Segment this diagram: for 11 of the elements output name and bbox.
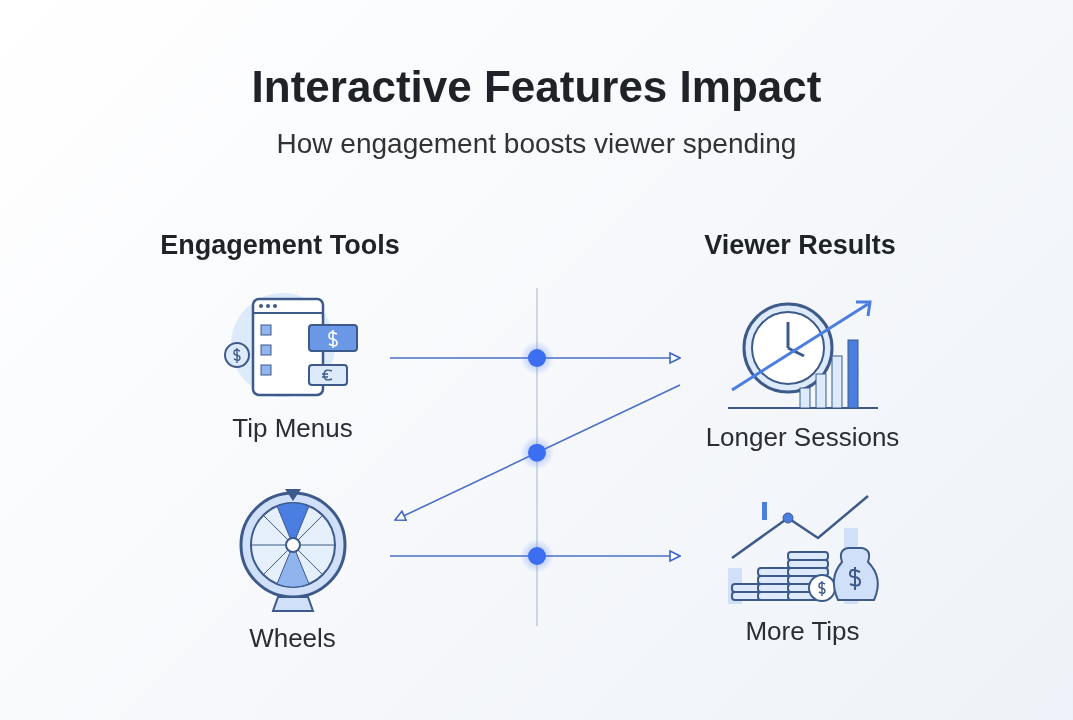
arrow bbox=[389, 352, 681, 364]
node-label: Wheels bbox=[249, 623, 336, 654]
arrow bbox=[389, 550, 681, 562]
node-label: Longer Sessions bbox=[705, 422, 900, 453]
node-label: More Tips bbox=[745, 616, 860, 647]
node-label: Tip Menus bbox=[232, 413, 353, 444]
title: Interactive Features Impact bbox=[250, 62, 823, 112]
column-heading: Engagement Tools bbox=[159, 230, 401, 261]
subtitle: How engagement boosts viewer spending bbox=[275, 128, 798, 160]
column-heading: Viewer Results bbox=[703, 230, 897, 261]
arrow bbox=[394, 384, 681, 522]
